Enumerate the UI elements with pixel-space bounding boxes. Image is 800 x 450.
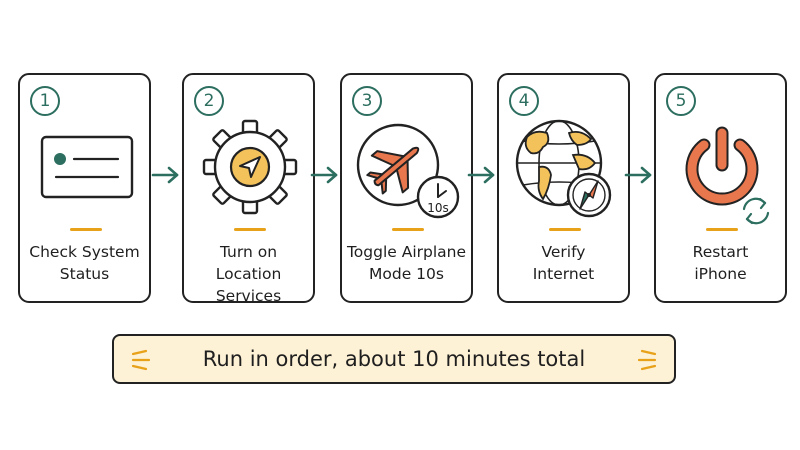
- sparkle-left-icon: [131, 349, 151, 371]
- step-label-2: Turn on Location Services: [215, 243, 282, 305]
- timer-text: 10s: [427, 201, 449, 215]
- step-label-1: Check System Status: [29, 243, 140, 283]
- step-label-5: Restart iPhone: [692, 243, 749, 283]
- arrow-right-icon: [310, 166, 338, 184]
- status-panel-icon: [40, 135, 134, 199]
- banner-text: Run in order, about 10 minutes total: [202, 347, 586, 371]
- step-card-5: 5 Restart iPhone: [654, 73, 787, 303]
- step-number-2: 2: [194, 86, 224, 116]
- arrow-right-icon: [467, 166, 495, 184]
- step-number-5: 5: [666, 86, 696, 116]
- step-number-3: 3: [352, 86, 382, 116]
- step-number-1: 1: [30, 86, 60, 116]
- accent-dash: [70, 228, 102, 231]
- arrow-right-icon: [624, 166, 652, 184]
- accent-dash: [706, 228, 738, 231]
- step-label-4: Verify Internet: [532, 243, 595, 283]
- step-number-4: 4: [509, 86, 539, 116]
- step-label-3: Toggle Airplane Mode 10s: [346, 243, 467, 283]
- accent-dash: [392, 228, 424, 231]
- accent-dash: [234, 228, 266, 231]
- arrow-right-icon: [151, 166, 179, 184]
- step-card-1: 1 Check System Status: [18, 73, 151, 303]
- power-restart-icon: [685, 126, 770, 225]
- step-card-2: 2 Turn on Location Services: [182, 73, 315, 305]
- gear-location-icon: [202, 119, 298, 215]
- step-card-4: 4 Verify Internet: [497, 73, 630, 303]
- globe-compass-icon: [515, 119, 612, 218]
- airplane-timer-icon: 10s: [356, 123, 460, 219]
- sparkle-right-icon: [637, 349, 657, 371]
- summary-banner: Run in order, about 10 minutes total: [112, 334, 676, 384]
- step-card-3: 3 10s Toggle Airplane Mode 10s: [340, 73, 473, 303]
- accent-dash: [549, 228, 581, 231]
